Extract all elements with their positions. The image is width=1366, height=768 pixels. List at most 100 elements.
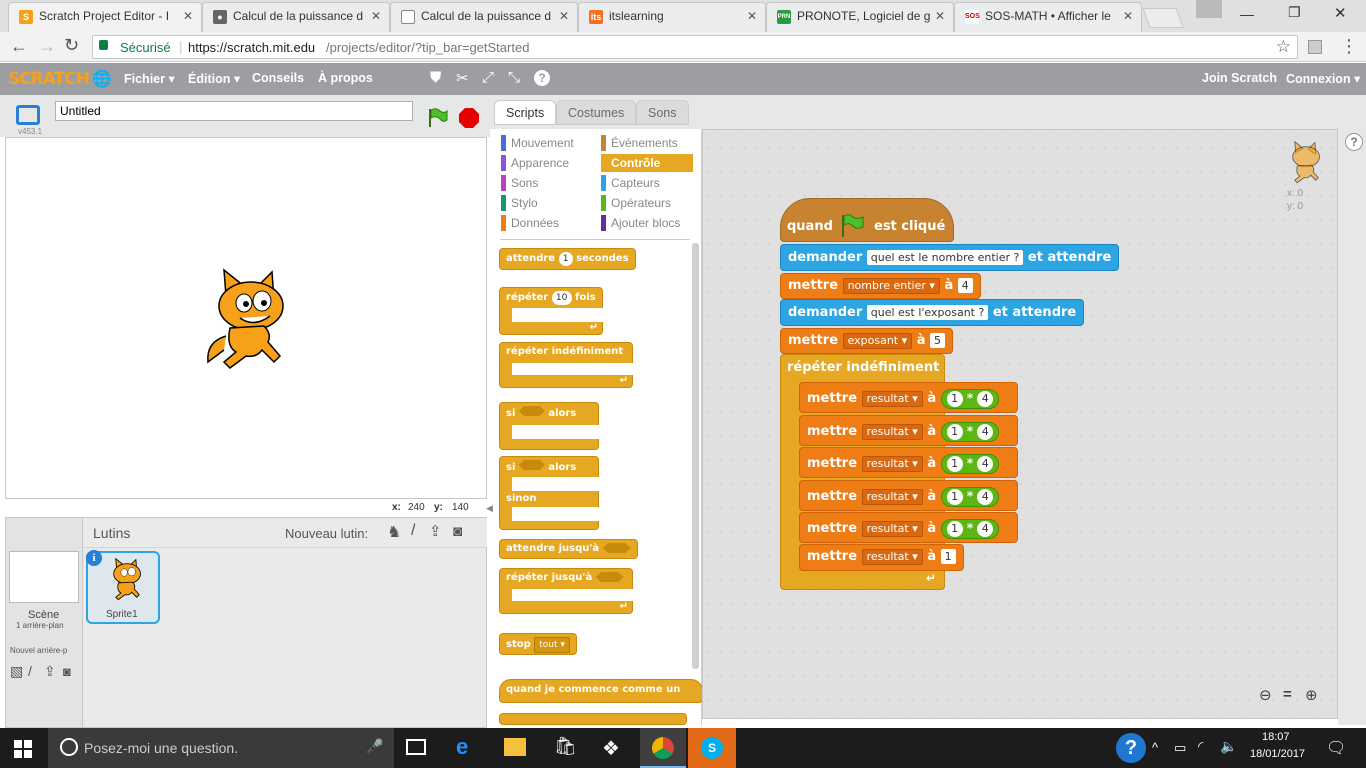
camera-sprite-icon[interactable]: ◙: [453, 523, 463, 540]
tab-calcul-2[interactable]: Calcul de la puissance d ✕: [390, 2, 578, 32]
minimize-icon[interactable]: —: [1240, 6, 1254, 22]
block-set-resultat[interactable]: mettre resultat ▾ à 1 * 4: [799, 382, 1018, 413]
block-set-resultat[interactable]: mettre resultat ▾ à 1 * 4: [799, 447, 1018, 478]
delete-scissors-icon[interactable]: ✂: [456, 70, 469, 87]
sprite1-thumbnail[interactable]: i Sprite1: [86, 550, 160, 624]
notifications-icon[interactable]: 🗨: [1326, 740, 1347, 757]
close-tab-icon[interactable]: ✕: [1122, 9, 1133, 23]
menu-about[interactable]: À propos: [318, 71, 373, 85]
paint-sprite-icon[interactable]: /: [411, 522, 416, 539]
menu-tips[interactable]: Conseils: [252, 71, 305, 85]
duplicate-stamp-icon[interactable]: ⛊: [430, 69, 442, 86]
close-tab-icon[interactable]: ✕: [182, 9, 193, 23]
ask-input-2[interactable]: quel est l'exposant ?: [866, 305, 989, 320]
language-globe-icon[interactable]: 🌐: [92, 71, 112, 88]
ask-input-1[interactable]: quel est le nombre entier ?: [866, 250, 1024, 265]
scratch-logo[interactable]: SCRATCH: [8, 69, 90, 89]
block-wait-until[interactable]: attendre jusqu'à: [499, 539, 638, 559]
tray-chevron-icon[interactable]: ^: [1152, 740, 1159, 755]
reload-icon[interactable]: ↻: [64, 35, 80, 55]
tab-itslearning[interactable]: its itslearning ✕: [578, 2, 766, 32]
menu-edit[interactable]: Édition ▾: [188, 72, 241, 86]
stage-canvas[interactable]: [5, 137, 487, 499]
fullscreen-icon[interactable]: [16, 105, 40, 125]
skype-taskbar-button[interactable]: S: [688, 728, 736, 768]
clock-time[interactable]: 18:07: [1262, 731, 1290, 743]
profile-icon[interactable]: [1196, 0, 1222, 18]
block-set-resultat[interactable]: mettre resultat ▾ à 1 * 4: [799, 480, 1018, 511]
tab-sosmath[interactable]: SOS SOS-MATH • Afficher le ✕: [954, 2, 1142, 32]
close-tab-icon[interactable]: ✕: [558, 9, 569, 23]
tab-scratch[interactable]: S Scratch Project Editor - I ✕: [8, 2, 202, 32]
store-icon[interactable]: 🛍: [554, 736, 577, 756]
restore-icon[interactable]: ❐: [1288, 4, 1301, 20]
category-pen[interactable]: Stylo: [501, 194, 538, 212]
block-when-flag-clicked[interactable]: quand est cliqué: [780, 198, 954, 242]
help-assistant-icon[interactable]: ?: [1116, 733, 1146, 763]
zoom-out-icon[interactable]: ⊖: [1259, 687, 1272, 704]
chrome-taskbar-button[interactable]: [640, 728, 686, 768]
block-if-else[interactable]: si alors sinon: [499, 456, 600, 530]
category-sound[interactable]: Sons: [501, 174, 538, 192]
block-repeat-until[interactable]: répéter jusqu'à ↵: [499, 568, 634, 614]
block-set-resultat[interactable]: mettre resultat ▾ à 1 * 4: [799, 512, 1018, 543]
choose-sprite-icon[interactable]: ♞: [387, 524, 402, 541]
close-window-icon[interactable]: ✕: [1334, 5, 1347, 22]
bookmark-star-icon[interactable]: ☆: [1275, 37, 1291, 56]
back-icon[interactable]: ←: [10, 36, 28, 56]
category-events[interactable]: Événements: [601, 134, 678, 152]
block-set-exposant[interactable]: mettre exposant ▾ à 5: [780, 328, 953, 354]
zoom-in-icon[interactable]: ⊕: [1305, 687, 1318, 704]
help-tips-icon[interactable]: ?: [1345, 133, 1363, 151]
category-more-blocks[interactable]: Ajouter blocs: [601, 214, 680, 232]
category-motion[interactable]: Mouvement: [501, 134, 574, 152]
zoom-reset-icon[interactable]: =: [1283, 686, 1292, 703]
wifi-icon[interactable]: ◜: [1198, 738, 1204, 754]
info-icon[interactable]: i: [86, 550, 102, 566]
tab-sounds[interactable]: Sons: [636, 100, 689, 125]
stop-sign-icon[interactable]: [458, 107, 480, 129]
block-when-clone-starts[interactable]: quand je commence comme un: [499, 679, 703, 703]
cat-sprite-on-stage[interactable]: [196, 266, 296, 371]
block-if[interactable]: si alors: [499, 402, 600, 450]
help-icon[interactable]: ?: [534, 70, 550, 86]
tab-pronote[interactable]: PRN PRONOTE, Logiciel de g ✕: [766, 2, 954, 32]
extension-icon[interactable]: [1308, 40, 1322, 54]
category-looks[interactable]: Apparence: [501, 154, 569, 172]
clock-date[interactable]: 18/01/2017: [1250, 748, 1306, 760]
grow-icon[interactable]: ⤢: [482, 69, 495, 86]
block-stop[interactable]: stop tout ▾: [499, 633, 577, 655]
block-forever-palette[interactable]: répéter indéfiniment ↵: [499, 342, 634, 388]
cortana-search[interactable]: Posez-moi une question. 🎤: [48, 728, 394, 768]
join-scratch-link[interactable]: Join Scratch: [1202, 71, 1278, 85]
microphone-icon[interactable]: 🎤: [366, 738, 384, 754]
forward-icon[interactable]: →: [38, 36, 56, 56]
block-partial[interactable]: [499, 713, 687, 725]
upload-icon[interactable]: ⇪: [44, 663, 56, 679]
category-operators[interactable]: Opérateurs: [601, 194, 671, 212]
chrome-menu-icon[interactable]: ⋮: [1340, 36, 1358, 56]
edge-icon[interactable]: e: [456, 734, 469, 759]
tab-costumes[interactable]: Costumes: [556, 100, 637, 125]
windows-start-icon[interactable]: [14, 740, 32, 758]
project-title-input[interactable]: [55, 101, 413, 121]
login-link[interactable]: Connexion ▾: [1286, 72, 1361, 86]
upload-sprite-icon[interactable]: ⇪: [429, 523, 442, 540]
scripts-area[interactable]: x: 0 y: 0 quand est cliqué demander quel…: [702, 129, 1338, 719]
camera-icon[interactable]: ◙: [63, 664, 71, 679]
volume-icon[interactable]: 🔈: [1220, 738, 1238, 754]
block-repeat[interactable]: répéter 10 fois ↵: [499, 287, 604, 335]
block-ask-2[interactable]: demander quel est l'exposant ? et attend…: [780, 299, 1085, 326]
dropbox-icon[interactable]: ❖: [602, 738, 620, 760]
paint-backdrop-icon[interactable]: ▧: [10, 663, 24, 679]
file-explorer-icon[interactable]: [504, 738, 526, 756]
category-sensing[interactable]: Capteurs: [601, 174, 660, 192]
tab-scripts[interactable]: Scripts: [494, 100, 557, 125]
battery-icon[interactable]: ▭: [1174, 740, 1187, 755]
palette-scrollbar[interactable]: [692, 243, 699, 669]
green-flag-icon[interactable]: [426, 107, 448, 129]
task-view-icon[interactable]: [406, 739, 426, 755]
close-tab-icon[interactable]: ✕: [370, 9, 381, 23]
block-wait[interactable]: attendre 1 secondes: [499, 248, 636, 270]
brush-icon[interactable]: /: [28, 663, 32, 679]
